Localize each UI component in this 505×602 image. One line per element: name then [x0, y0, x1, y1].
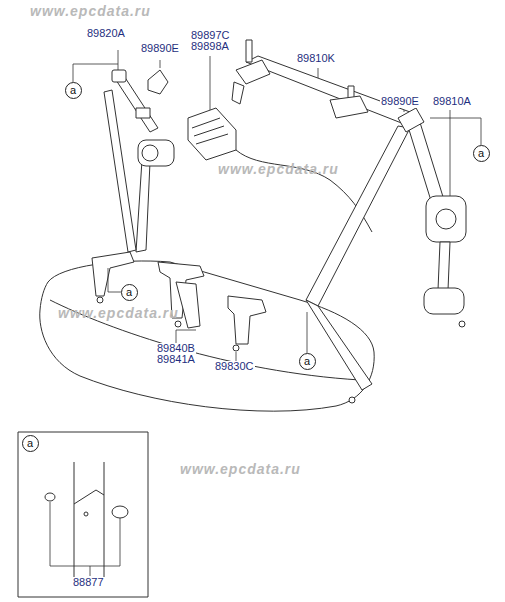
- buckle-center: [228, 296, 266, 344]
- inset-belt: [74, 462, 104, 578]
- belt-cover: [148, 70, 168, 94]
- center-pin: [246, 40, 252, 62]
- center-belt-tail: [232, 82, 244, 104]
- left-guide: [136, 108, 150, 118]
- callout-letter: a: [478, 148, 484, 159]
- right-belt-down: [438, 242, 450, 290]
- callout-letter: a: [126, 287, 132, 298]
- left-retractor: [138, 140, 174, 166]
- watermark: www.epcdata.ru: [180, 462, 301, 477]
- part-number: 89830C: [214, 361, 255, 373]
- inset-hole: [84, 512, 88, 516]
- part-number: 89890E: [380, 96, 420, 108]
- inset-belt-fold: [74, 490, 104, 504]
- left-retractor-spool: [142, 145, 158, 161]
- part-number: 89890E: [140, 43, 180, 55]
- left-belt-outer: [104, 90, 136, 252]
- bolt: [233, 345, 239, 351]
- callout-circle: a: [22, 435, 39, 452]
- callout-letter: a: [70, 85, 76, 96]
- right-lower-anchor: [424, 288, 464, 314]
- part-number: 89841A: [156, 354, 196, 366]
- right-belt-long: [306, 126, 410, 306]
- leader-line: [318, 68, 319, 78]
- center-retractor: [330, 96, 368, 118]
- leader-line: [210, 56, 211, 110]
- center-belt: [246, 56, 410, 124]
- watermark: www.epcdata.ru: [58, 306, 179, 321]
- watermark: www.epcdata.ru: [218, 162, 339, 177]
- buckle-module: [188, 108, 236, 160]
- right-guide: [398, 108, 424, 132]
- leader-line: [307, 312, 308, 353]
- left-belt-lower: [136, 160, 150, 252]
- right-lower-bolt: [459, 321, 465, 327]
- callout-letter: a: [304, 356, 310, 367]
- part-number: 88877: [72, 577, 105, 589]
- inset-cap: [45, 493, 55, 501]
- left-anchor: [112, 70, 126, 82]
- part-number: 89810A: [432, 96, 472, 108]
- right-retractor: [426, 196, 466, 242]
- part-number: 89897C: [190, 30, 231, 42]
- bolt: [175, 321, 181, 327]
- buckle-module-lines: [192, 118, 228, 144]
- right-floor-bolt: [349, 397, 355, 403]
- inset-cap: [112, 506, 128, 518]
- part-number: 89898A: [190, 41, 230, 53]
- right-belt-lap: [306, 300, 372, 390]
- callout-circle: a: [299, 353, 316, 370]
- callout-circle: a: [65, 82, 82, 99]
- leader-line: [160, 60, 161, 68]
- leader-line: [108, 268, 121, 292]
- center-bracket: [236, 60, 270, 84]
- right-retractor-spool: [436, 209, 456, 229]
- bolt: [97, 297, 103, 303]
- callout-letter: a: [27, 438, 33, 449]
- part-number: 89810K: [296, 53, 336, 65]
- watermark: www.epcdata.ru: [30, 4, 151, 19]
- leader-line: [50, 502, 120, 576]
- part-number: 89820A: [86, 28, 126, 40]
- leader-line: [73, 50, 118, 82]
- leader-line: [404, 110, 481, 196]
- buckle-pair-b: [176, 282, 200, 328]
- inset-frame: [18, 432, 148, 597]
- callout-circle: a: [473, 145, 490, 162]
- callout-circle: a: [121, 284, 138, 301]
- part-number: 89840B: [156, 343, 196, 355]
